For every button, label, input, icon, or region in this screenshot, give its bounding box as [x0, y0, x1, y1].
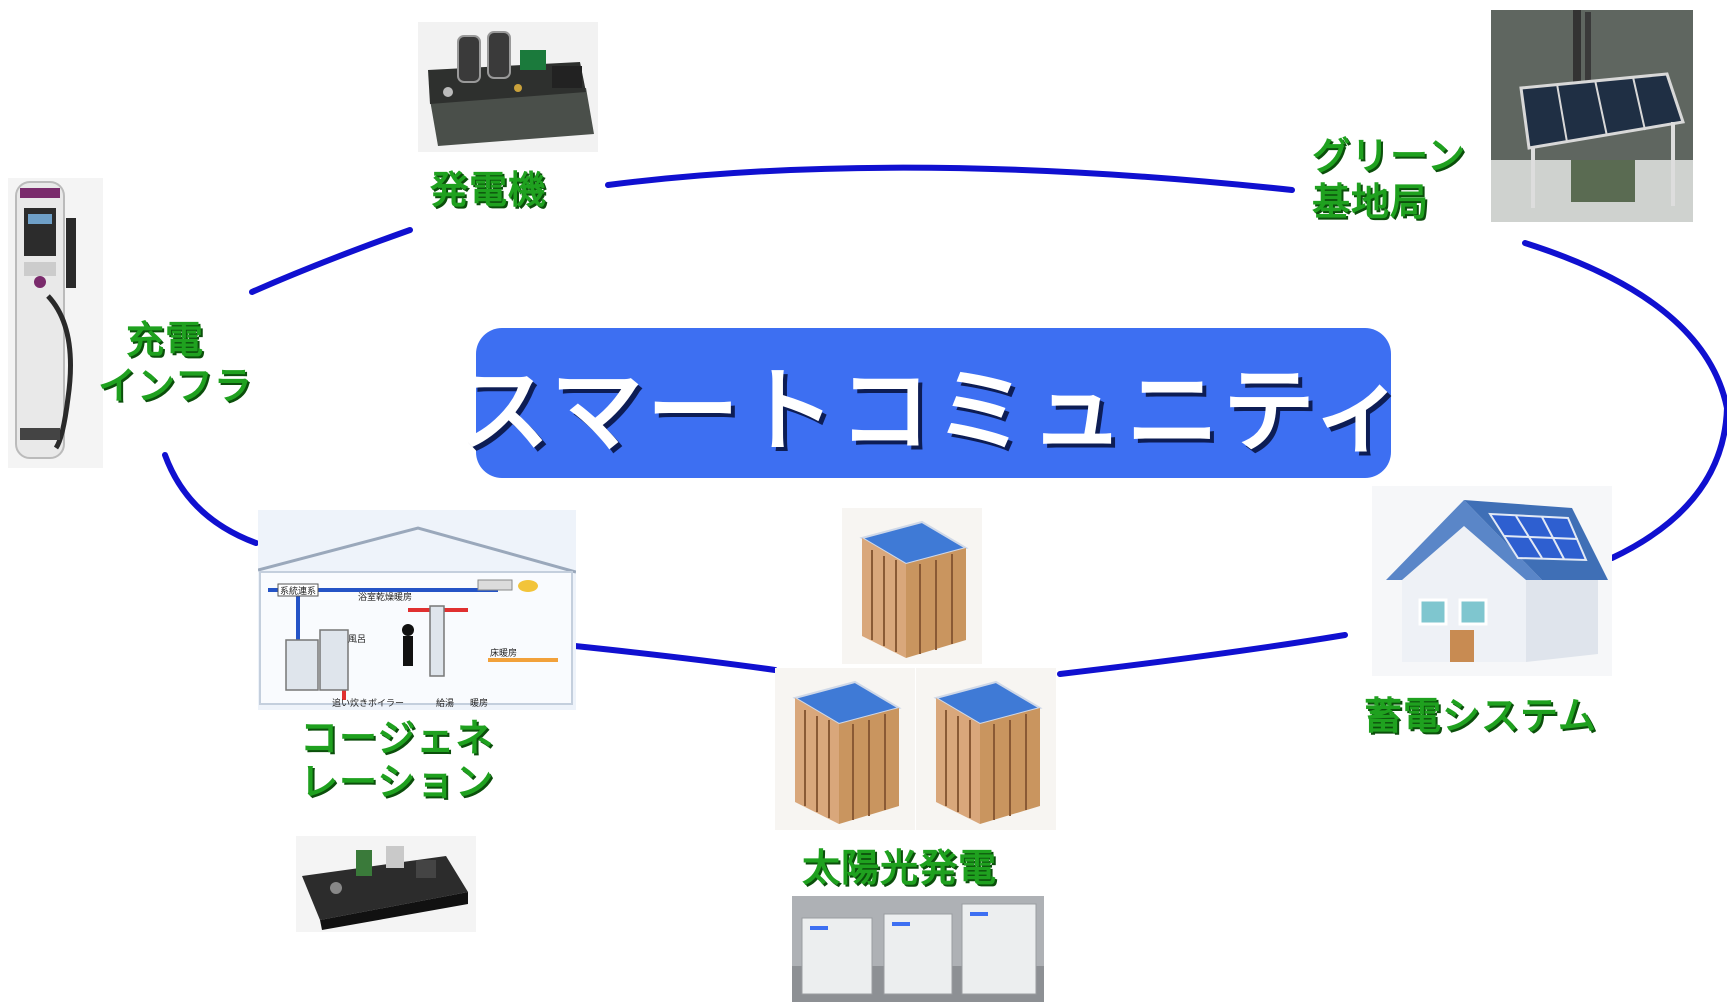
solar-building-image-top — [842, 508, 982, 664]
generator-label: 発電機 — [430, 168, 548, 212]
solar-label: 太陽光発電 — [802, 846, 998, 890]
page-title: スマートコミュニティ — [457, 357, 1410, 465]
cogen-boiler-label: 追い炊きボイラー — [332, 697, 404, 709]
ring-segment-top — [605, 164, 1295, 193]
cogen-kitchen-label: 風呂 — [348, 634, 366, 645]
cogen-bath-label: 浴室乾燥暖房 — [358, 591, 412, 603]
cogeneration-label-line2: レーション — [300, 760, 495, 804]
ring-segment-bottom-left — [572, 643, 778, 673]
title-banner: スマートコミュニティ — [458, 328, 1405, 478]
ev-charger-image — [8, 178, 103, 468]
ring-segment-lower-left — [162, 452, 259, 546]
generator-board-image — [418, 22, 598, 152]
charging-label-line1: 充電 — [126, 318, 205, 362]
cogen-floor-label: 床暖房 — [490, 647, 517, 659]
cogen-grid-label: 系統連系 — [280, 585, 316, 597]
cogeneration-unit-image — [296, 836, 476, 932]
power-conditioner-image — [792, 896, 1044, 1002]
charging-label-line2: インフラ — [98, 364, 253, 408]
storage-house-image — [1372, 486, 1612, 676]
cogen-supply-label: 給湯 — [436, 697, 454, 709]
green-base-label-line1: グリーン — [1312, 134, 1467, 178]
ring-segment-bottom-right — [1057, 632, 1348, 677]
ring-segment-upper-left — [249, 227, 413, 295]
solar-building-image-right — [916, 668, 1056, 830]
cogeneration-house-diagram: 系統連系 浴室乾燥暖房 風呂 床暖房 追い炊きボイラー 給湯 暖房 — [258, 510, 576, 710]
cogeneration-label-line1: コージェネ — [300, 716, 495, 760]
green-base-label-line2: 基地局 — [1312, 180, 1430, 224]
solar-building-image-left — [775, 668, 915, 830]
storage-label: 蓄電システム — [1364, 694, 1597, 738]
cogen-heating-label: 暖房 — [470, 697, 488, 709]
green-base-station-image — [1491, 10, 1693, 222]
